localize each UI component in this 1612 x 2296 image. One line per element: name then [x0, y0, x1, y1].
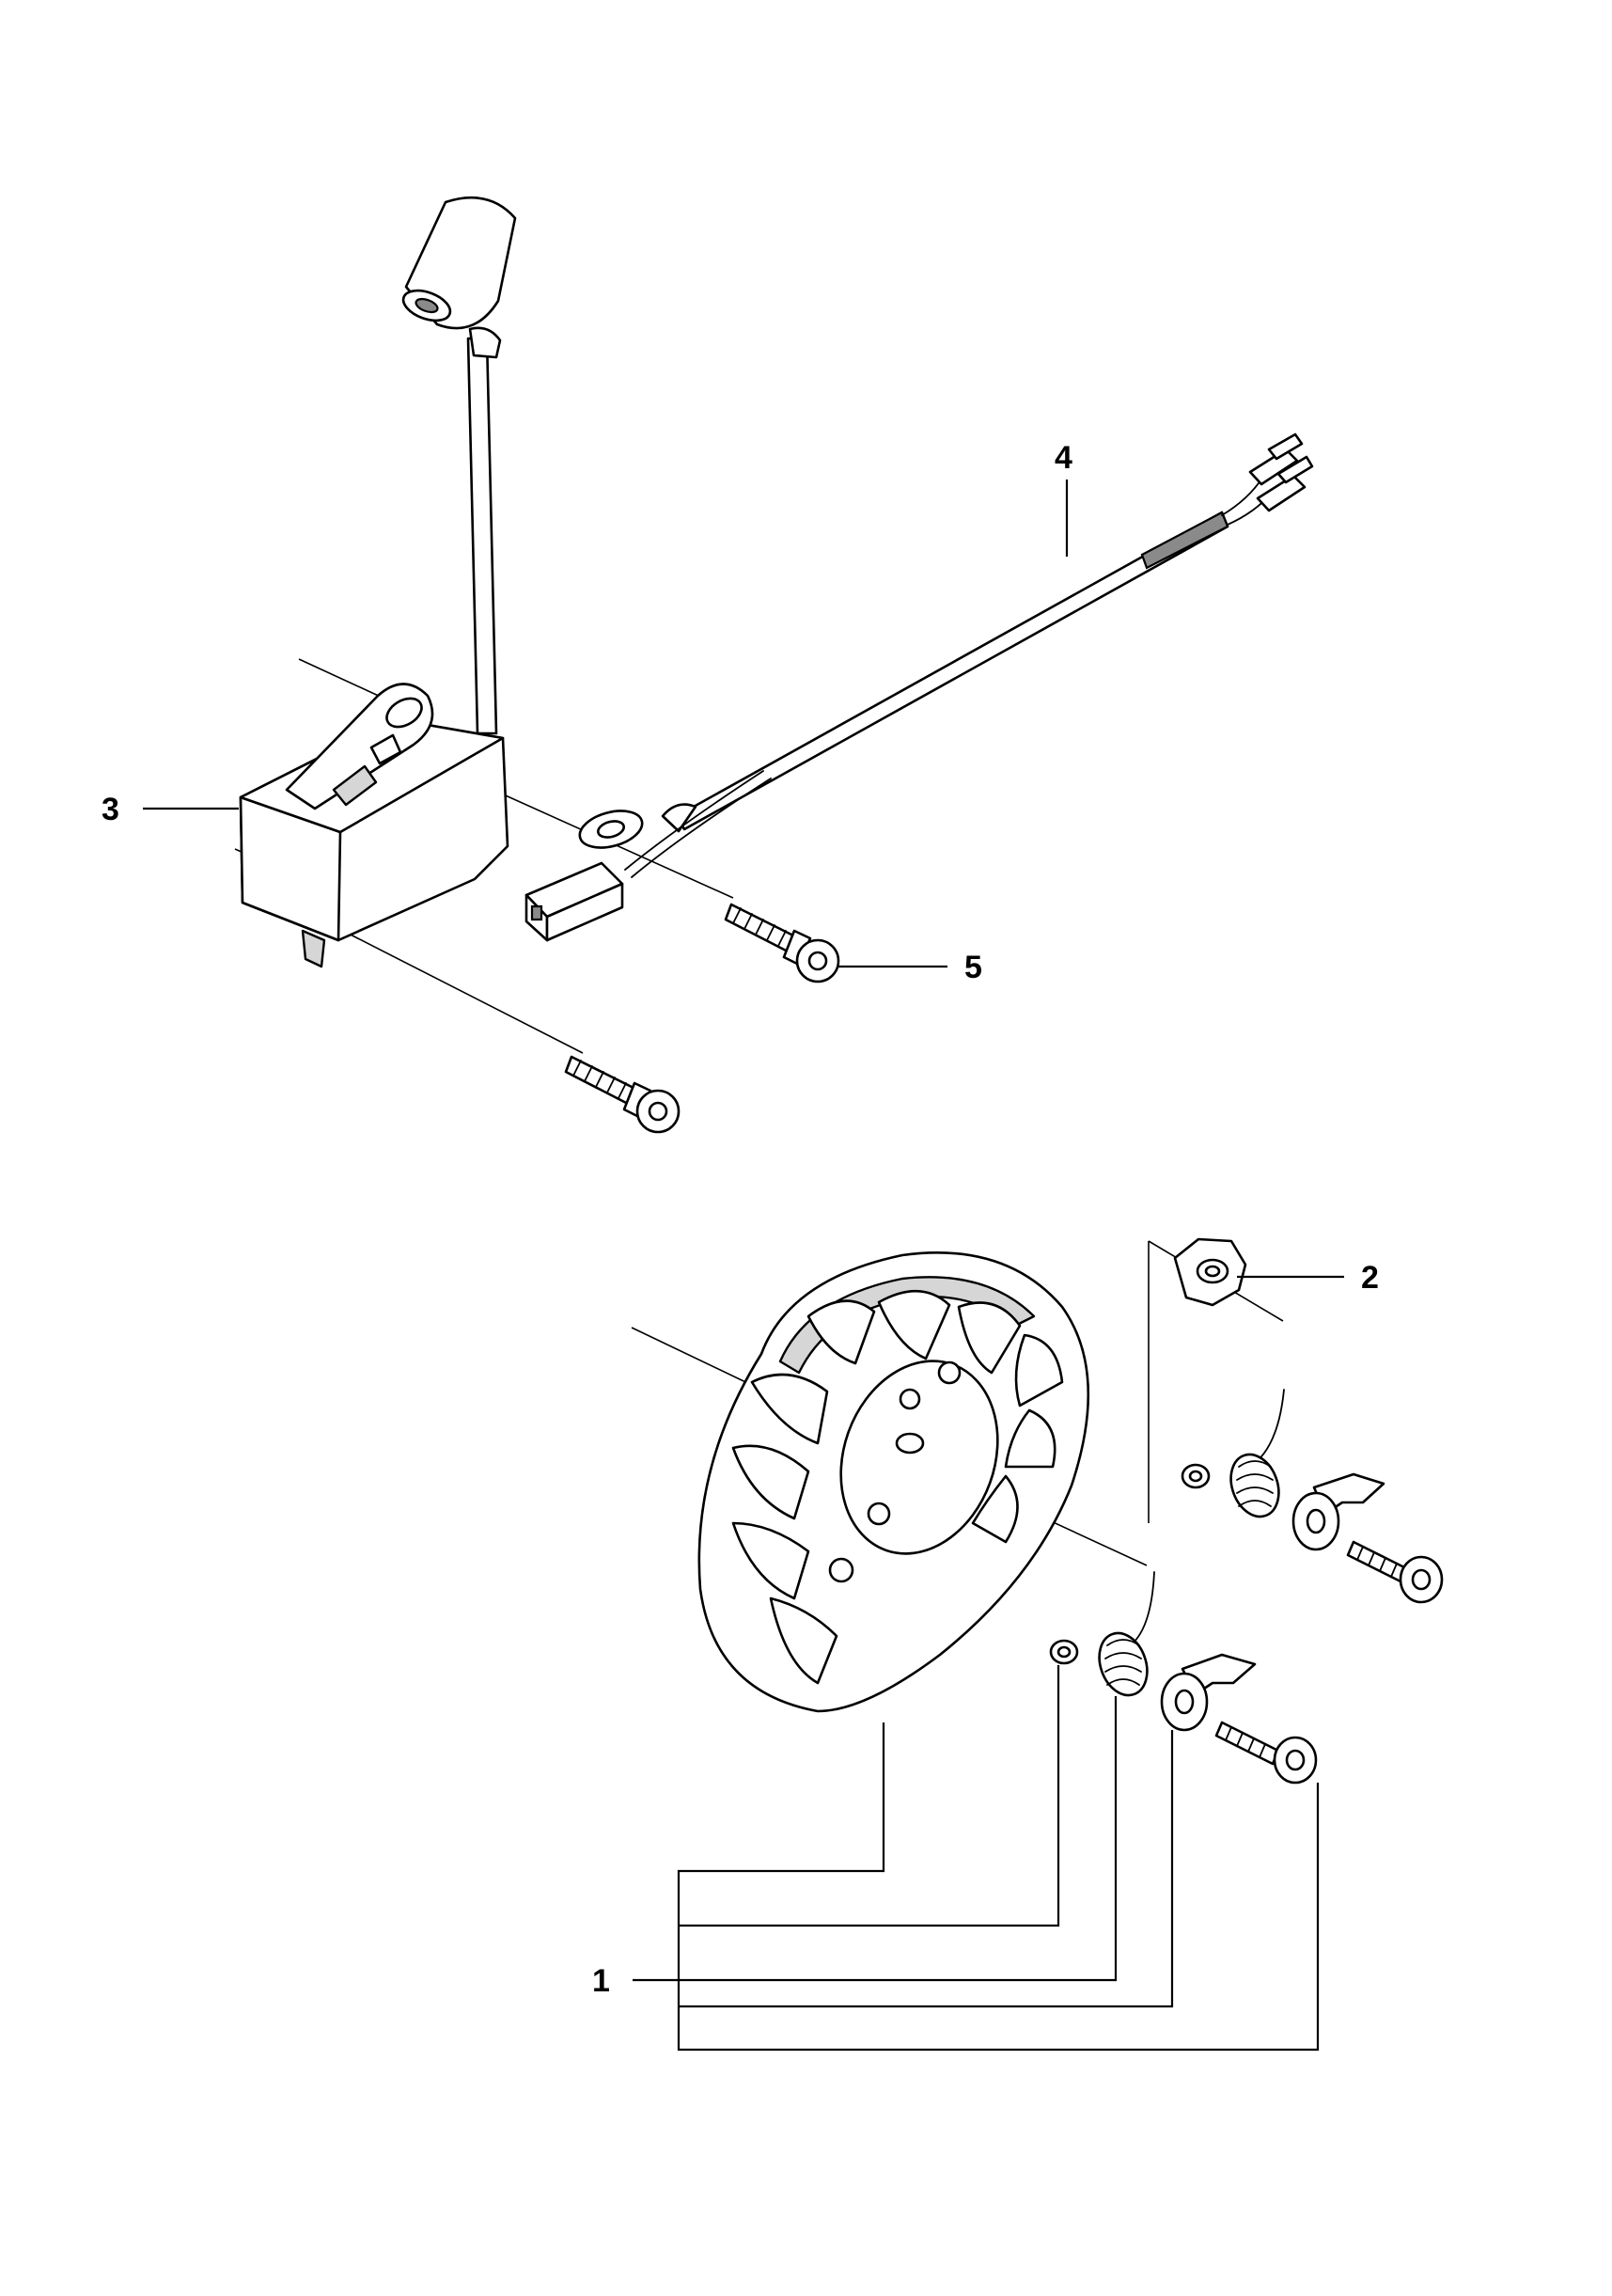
callout-5: 5: [964, 950, 982, 985]
pawl-set-lower: [1049, 1571, 1318, 1785]
callout-2: 2: [1361, 1260, 1379, 1296]
callout-3: 3: [102, 792, 119, 827]
callout-1: 1: [592, 1963, 610, 1999]
short-circuit-cable: [524, 432, 1314, 942]
callout-4: 4: [1055, 440, 1072, 476]
flywheel: [631, 1240, 1284, 1713]
flywheel-nut: [1173, 1237, 1247, 1307]
module-screw-lower: [564, 1055, 681, 1134]
ignition-module: [234, 196, 734, 1054]
pawl-set-upper: [1181, 1389, 1444, 1604]
leader-lines: [143, 480, 1344, 2052]
module-screw-upper: [724, 903, 840, 983]
